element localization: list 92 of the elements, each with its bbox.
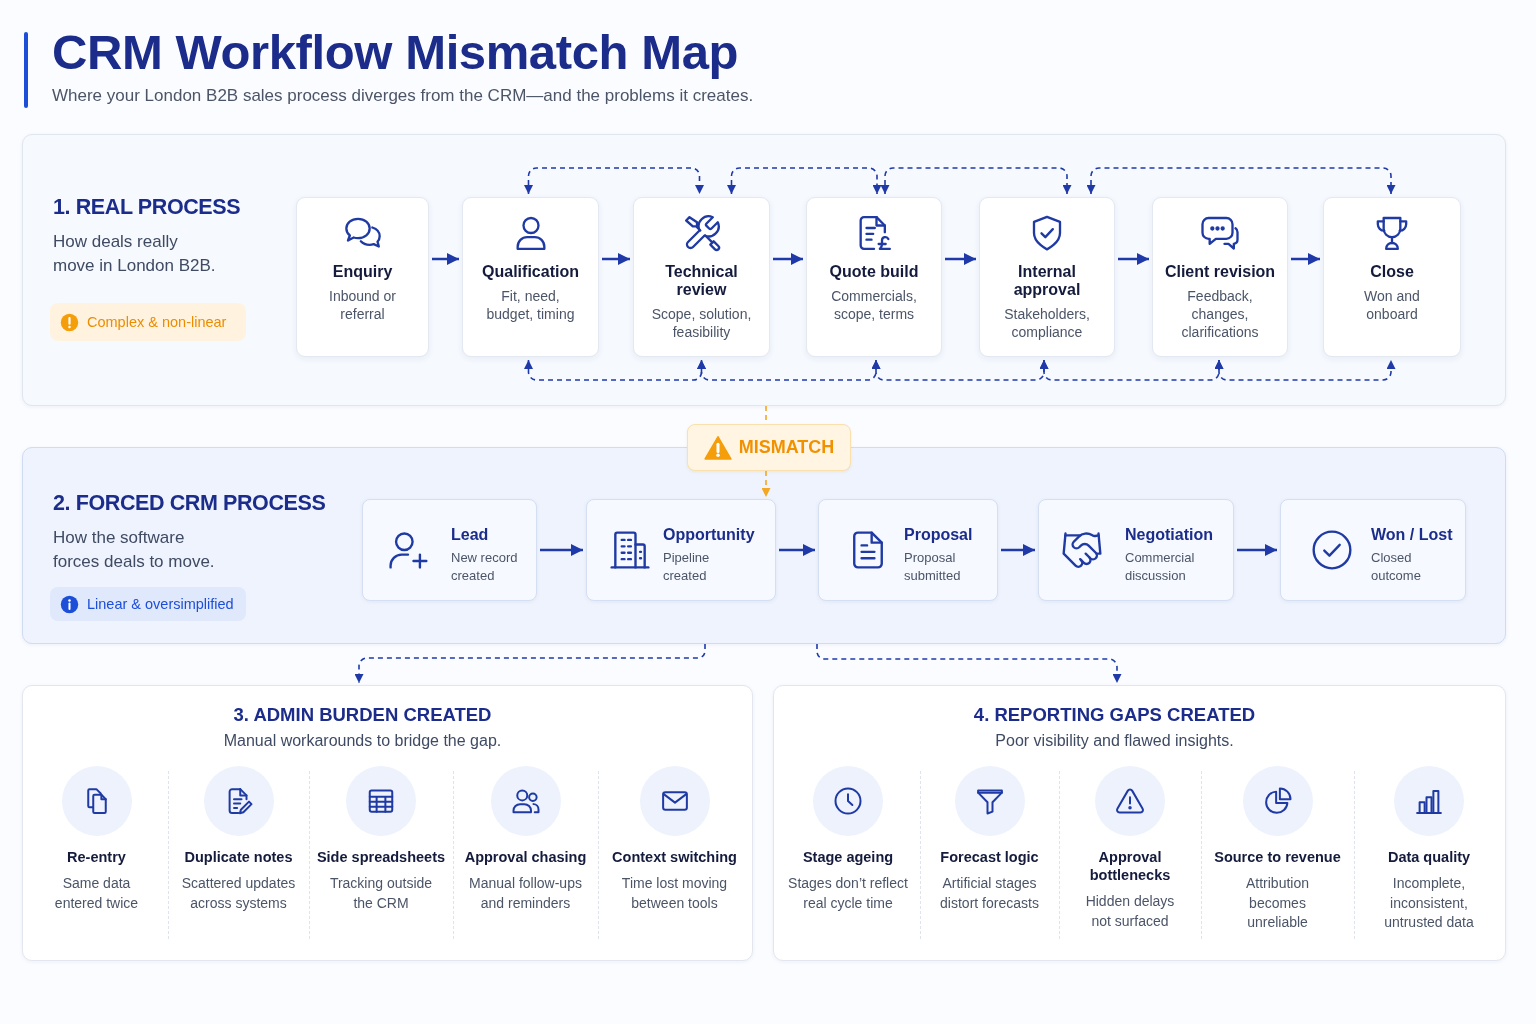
process-card	[1152, 197, 1288, 357]
item-description: Attribution becomes unreliable	[1244, 874, 1310, 932]
section-heading: 1. REAL PROCESS	[53, 194, 241, 220]
stage-title: Negotiation	[1125, 525, 1214, 545]
item-description: Manual follow-ups and reminders	[468, 874, 583, 913]
item-description: Hidden delays not surfaced	[1084, 892, 1176, 931]
item-title: Side spreadsheets	[316, 848, 446, 866]
section-heading: 4. REPORTING GAPS CREATED	[972, 703, 1257, 727]
step-description: Scope, solution, feasibility	[650, 305, 753, 341]
item-title: Approval chasing	[464, 848, 587, 866]
step-title: Quote build	[829, 262, 919, 281]
badge-label: Complex & non-linear	[87, 314, 227, 330]
step-title: Internal approval	[1012, 262, 1082, 300]
stage-description: Commercial discussion	[1125, 549, 1196, 585]
arrow	[540, 544, 583, 556]
arrow	[773, 253, 803, 265]
item-title: Forecast logic	[940, 848, 1039, 866]
item-title: Duplicate notes	[184, 848, 293, 866]
stage-title: Lead	[451, 525, 490, 545]
arrow	[1291, 253, 1320, 265]
dashed-arrow	[880, 167, 1072, 195]
arrow	[1118, 253, 1149, 265]
section-panel	[773, 685, 1506, 961]
step-description: Commercials, scope, terms	[830, 286, 918, 323]
stage-description: Closed outcome	[1371, 549, 1422, 585]
item-description: Tracking outside the CRM	[328, 874, 434, 913]
dashed-connector-line	[765, 405, 767, 423]
step-title: Client revision	[1164, 262, 1276, 281]
dashed-arrow	[524, 167, 704, 195]
step-description: Won and onboard	[1363, 286, 1421, 323]
stage-card	[586, 499, 776, 601]
item-description: Time lost moving between tools	[620, 874, 729, 913]
stage-title: Won / Lost	[1371, 525, 1453, 545]
arrow	[1001, 544, 1035, 556]
stage-title: Proposal	[904, 525, 974, 545]
section-panel	[22, 685, 753, 961]
section-description: How the software forces deals to move.	[53, 527, 216, 573]
item-title: Re-entry	[67, 848, 126, 866]
step-title: Close	[1370, 262, 1414, 281]
stage-card	[818, 499, 998, 601]
process-card	[1323, 197, 1461, 357]
item-title: Source to revenue	[1214, 848, 1341, 866]
process-card	[296, 197, 429, 357]
item-description: Scattered updates across systems	[180, 874, 297, 913]
alert-label: MISMATCH	[738, 437, 835, 458]
process-card	[979, 197, 1115, 357]
arrow	[432, 253, 459, 265]
step-title: Enquiry	[332, 262, 393, 281]
note-pill	[50, 303, 246, 341]
arrow	[945, 253, 976, 265]
arrow	[602, 253, 630, 265]
item-title: Approval bottlenecks	[1088, 848, 1172, 884]
item-title: Stage ageing	[802, 848, 894, 866]
section-heading: 2. FORCED CRM PROCESS	[53, 490, 326, 516]
process-card	[462, 197, 599, 357]
dashed-arrow	[1086, 167, 1396, 195]
item-description: Artificial stages distort forecasts	[939, 874, 1040, 913]
process-card	[806, 197, 942, 357]
arrow	[1237, 544, 1277, 556]
stage-description: New record created	[451, 549, 519, 585]
item-description: Same data entered twice	[53, 874, 140, 913]
stage-card	[1280, 499, 1466, 601]
stage-title: Opportunity	[663, 525, 755, 545]
step-description: Feedback, changes, clarifications	[1180, 286, 1260, 341]
stage-card	[1038, 499, 1234, 601]
step-description: Stakeholders, compliance	[1003, 305, 1091, 341]
item-description: Incomplete, inconsistent, untrusted data	[1383, 874, 1475, 932]
alert-badge	[687, 424, 851, 471]
page-subtitle: Where your London B2B sales process diverges from the CRM—and the problems it creates.	[52, 85, 754, 107]
item-title: Data quality	[1387, 848, 1471, 866]
note-pill	[50, 587, 246, 621]
section-heading: 3. ADMIN BURDEN CREATED	[232, 703, 493, 727]
section-description: Poor visibility and flawed insights.	[994, 730, 1235, 751]
badge-label: Linear & oversimplified	[87, 596, 234, 612]
process-card	[633, 197, 770, 357]
section-panel	[22, 134, 1506, 406]
stage-description: Pipeline created	[663, 549, 711, 585]
step-title: Qualification	[482, 262, 579, 281]
step-description: Inbound or referral	[328, 286, 397, 323]
dashed-arrow	[727, 167, 882, 195]
item-title: Context switching	[612, 848, 737, 866]
stage-description: Proposal submitted	[904, 549, 962, 585]
step-description: Fit, need, budget, timing	[485, 286, 576, 323]
dashed-arrow	[761, 470, 771, 498]
page-title: CRM Workflow Mismatch Map	[52, 24, 739, 80]
section-description: Manual workarounds to bridge the gap.	[222, 730, 503, 751]
item-description: Stages don’t reflect real cycle time	[787, 874, 909, 913]
arrow	[779, 544, 815, 556]
step-title: Technical review	[664, 262, 739, 300]
section-description: How deals really move in London B2B.	[53, 231, 217, 277]
stage-card	[362, 499, 537, 601]
dashed-arrow	[1214, 359, 1396, 381]
